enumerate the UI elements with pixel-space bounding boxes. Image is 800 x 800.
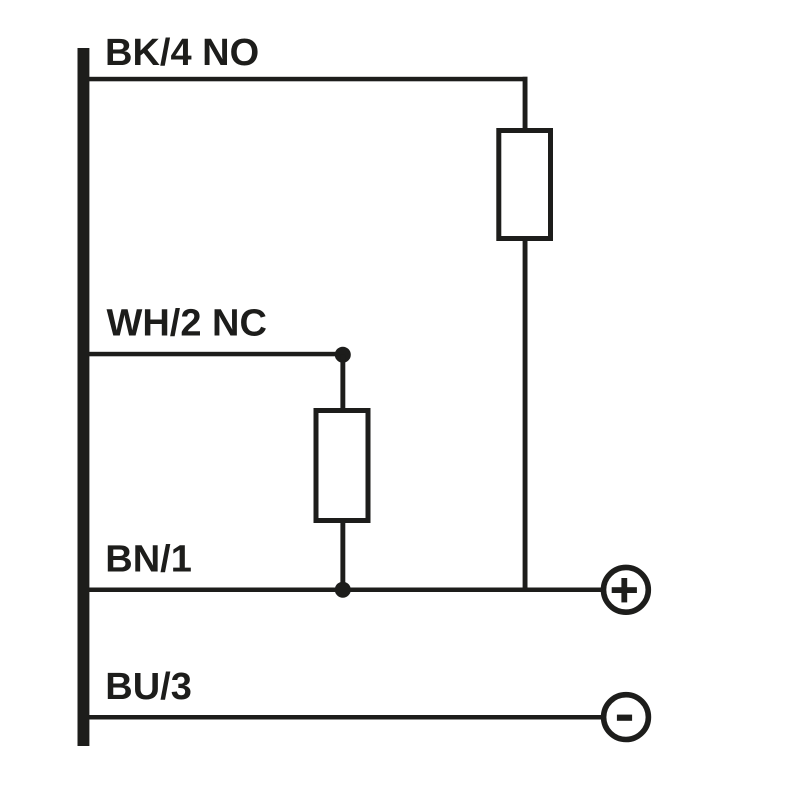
svg-text:BU/3: BU/3 bbox=[105, 666, 192, 708]
svg-text:BK/4 NO: BK/4 NO bbox=[105, 32, 259, 74]
svg-text:BN/1: BN/1 bbox=[105, 538, 192, 580]
svg-text:WH/2 NC: WH/2 NC bbox=[107, 303, 267, 345]
